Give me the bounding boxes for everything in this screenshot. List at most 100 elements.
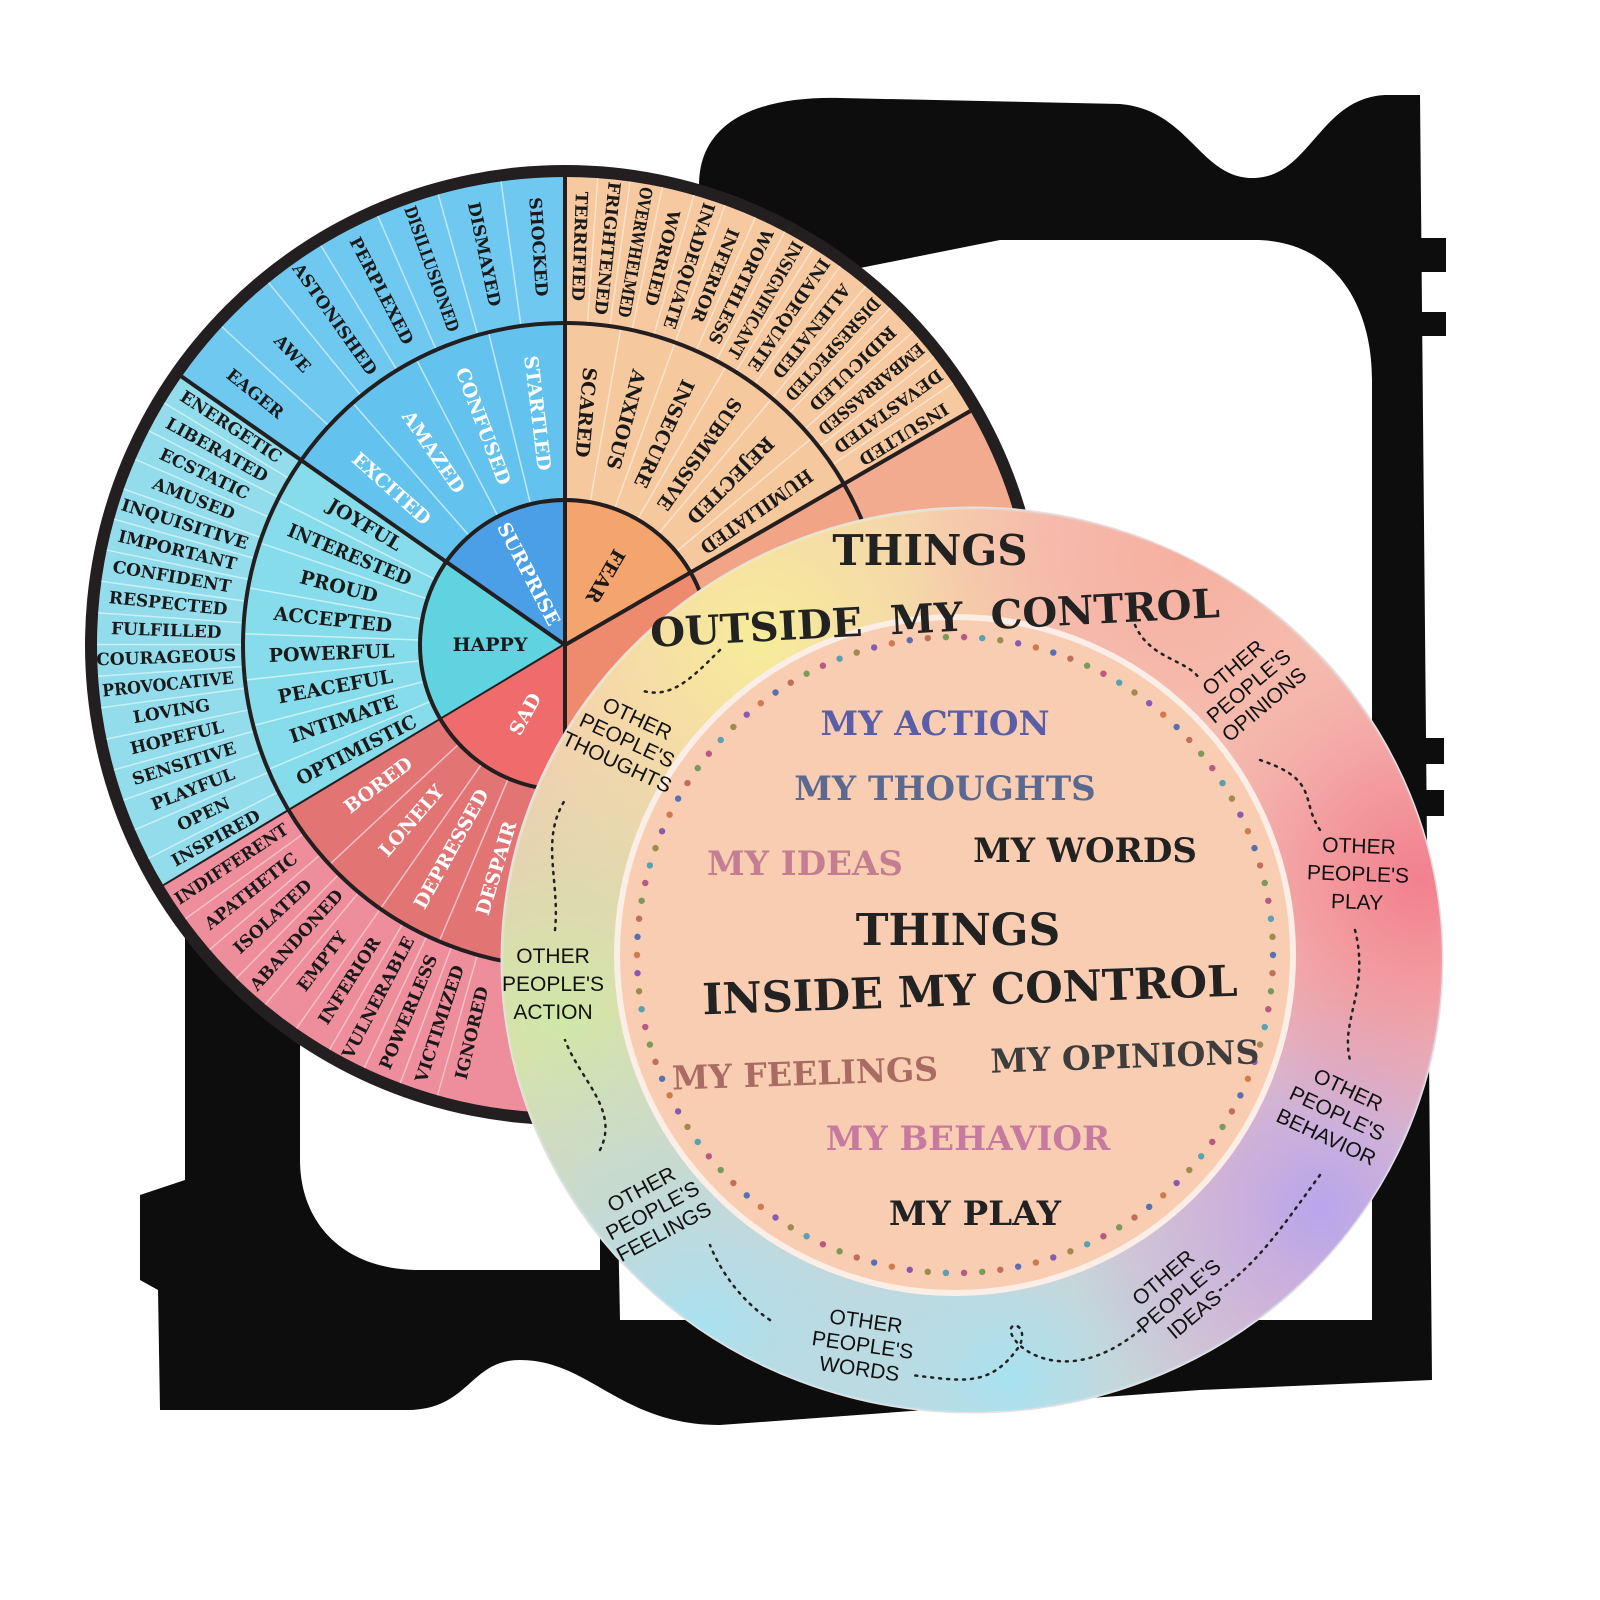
ring-dot bbox=[743, 711, 750, 718]
outside-item-line: ACTION bbox=[513, 1001, 592, 1024]
ring-dot bbox=[1173, 723, 1180, 731]
ring-dot bbox=[1173, 1179, 1180, 1187]
ring-dot bbox=[757, 1203, 765, 1211]
ring-dot bbox=[1237, 1092, 1244, 1099]
ring-dot bbox=[772, 689, 779, 696]
ring-dot bbox=[1116, 679, 1123, 686]
mid-ring-segment bbox=[242, 460, 447, 811]
segment-divider bbox=[259, 542, 428, 600]
ring-dot bbox=[942, 633, 950, 641]
ring-dot bbox=[1256, 1041, 1264, 1048]
ring-dot bbox=[942, 1269, 950, 1277]
segment-divider bbox=[803, 331, 914, 431]
ring-dot bbox=[638, 897, 645, 904]
ring-dot bbox=[870, 644, 878, 651]
ring-dot bbox=[1269, 951, 1277, 959]
segment-divider bbox=[101, 687, 247, 709]
ring-dot bbox=[634, 933, 641, 941]
inside-item-opinions: MY OPINIONS bbox=[990, 1032, 1260, 1080]
segment-divider bbox=[695, 217, 757, 352]
core-feeling-happy: HAPPY bbox=[453, 634, 528, 656]
ring-dot bbox=[906, 637, 913, 644]
segment-divider bbox=[320, 245, 398, 371]
ring-dot bbox=[1197, 1153, 1205, 1160]
segment-divider bbox=[221, 326, 330, 427]
segment-divider bbox=[636, 365, 727, 520]
segment-divider bbox=[135, 458, 270, 519]
mid-feeling-powerful: POWERFUL bbox=[268, 640, 395, 667]
ring-dot bbox=[1131, 1214, 1138, 1221]
segment-divider bbox=[377, 215, 437, 351]
outer-ring-segment bbox=[163, 810, 565, 1113]
segment-divider bbox=[123, 750, 262, 801]
segment-divider bbox=[715, 231, 786, 362]
outer-feeling-fulfilled: FULFILLED bbox=[111, 619, 222, 643]
segment-divider bbox=[500, 181, 522, 327]
mid-ring-segment bbox=[301, 323, 565, 562]
ring-dot bbox=[642, 879, 649, 887]
ring-dot bbox=[1265, 1006, 1272, 1013]
ring-dot bbox=[1244, 1075, 1252, 1082]
ring-dot bbox=[1256, 862, 1264, 869]
sector-boundary bbox=[563, 409, 972, 647]
ring-dot bbox=[646, 862, 654, 869]
ring-dot bbox=[1244, 828, 1252, 835]
ring-dot bbox=[658, 828, 666, 835]
ring-dot bbox=[836, 655, 843, 662]
ring-dot bbox=[906, 1266, 913, 1273]
segment-divider bbox=[113, 730, 255, 771]
ring-dot bbox=[743, 1192, 750, 1199]
outside-item-line: PLAY bbox=[1331, 890, 1384, 915]
segment-divider bbox=[487, 332, 532, 505]
inside-item-words: MY WORDS bbox=[973, 831, 1197, 871]
ring-dot bbox=[803, 1233, 810, 1240]
ring-dot bbox=[1116, 1224, 1123, 1231]
outside-item-line: PEOPLE'S bbox=[1307, 861, 1410, 888]
inner-circle bbox=[614, 614, 1296, 1296]
segment-divider bbox=[101, 580, 247, 602]
ring-dot bbox=[652, 844, 659, 852]
segment-divider bbox=[114, 518, 256, 560]
segment-divider bbox=[235, 873, 340, 979]
segment-divider bbox=[771, 286, 867, 399]
ring-dot bbox=[633, 951, 641, 959]
ring-dot bbox=[836, 1248, 843, 1255]
ring-dot bbox=[960, 1269, 968, 1277]
ring-dot bbox=[1145, 1203, 1153, 1211]
segment-divider bbox=[589, 327, 622, 503]
ring-dot bbox=[634, 969, 641, 977]
ring-dot bbox=[635, 915, 643, 922]
ring-dot bbox=[666, 1092, 673, 1099]
ring-dot bbox=[717, 1166, 724, 1174]
stand-knob bbox=[1418, 238, 1446, 272]
ring-dot bbox=[1186, 736, 1193, 744]
segment-divider bbox=[613, 342, 676, 510]
segment-divider bbox=[437, 194, 479, 336]
outside-item-line: PEOPLE'S bbox=[502, 973, 604, 996]
ring-dot bbox=[1267, 988, 1275, 995]
inside-title-line1: THINGS bbox=[856, 905, 1060, 956]
ring-dot bbox=[1261, 879, 1268, 887]
ring-dot bbox=[979, 634, 986, 642]
segment-divider bbox=[399, 946, 453, 1084]
ring-dot bbox=[1265, 897, 1272, 904]
ring-dot bbox=[924, 1268, 931, 1276]
ring-dot bbox=[1228, 1108, 1236, 1115]
ring-dot bbox=[1032, 644, 1040, 651]
ring-dot bbox=[1100, 670, 1107, 677]
segment-divider bbox=[268, 282, 362, 397]
ring-dot bbox=[888, 640, 896, 647]
ring-dot bbox=[819, 1241, 827, 1248]
segment-divider bbox=[148, 791, 279, 859]
ring-dot bbox=[1267, 915, 1275, 922]
stand-knob bbox=[1418, 312, 1446, 336]
segment-divider bbox=[818, 356, 935, 448]
control-circle: THINGS OUTSIDE MY CONTROL OTHER PEOPLE'S… bbox=[500, 506, 1444, 1414]
segment-divider bbox=[163, 402, 290, 480]
ring-dot bbox=[853, 1254, 860, 1261]
outer-feeling-terrified: TERRIFIED bbox=[567, 191, 591, 301]
segment-divider bbox=[134, 771, 270, 831]
outer-ring-segment bbox=[96, 376, 302, 887]
ring-dot bbox=[1160, 1192, 1167, 1199]
